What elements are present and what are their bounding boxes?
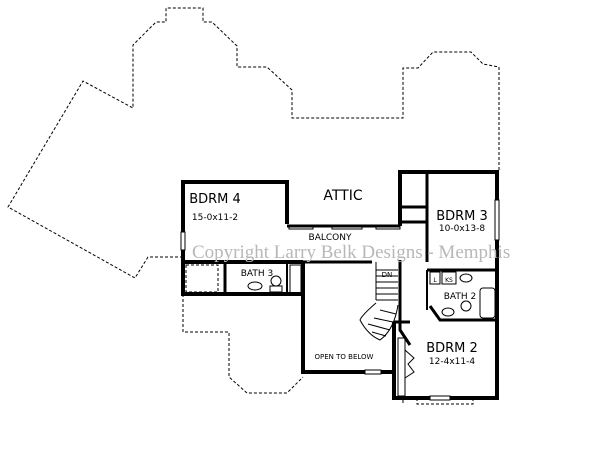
fixtures <box>180 199 500 401</box>
down-label: DN <box>382 271 393 279</box>
ks-label: KS <box>445 277 453 284</box>
bath3-label: BATH 3 <box>241 269 273 279</box>
bdrm2-size: 12-4x11-4 <box>429 357 475 367</box>
open-to-below-label: OPEN TO BELOW <box>315 353 374 361</box>
attic-label: ATTIC <box>323 188 362 204</box>
laundry-label: L <box>433 277 437 284</box>
bdrm4-label: BDRM 4 <box>189 192 241 207</box>
bdrm3-label: BDRM 3 <box>436 209 488 224</box>
walls <box>181 170 499 400</box>
bdrm2-label: BDRM 2 <box>426 341 478 356</box>
bdrm4-size: 15-0x11-2 <box>192 213 238 223</box>
lower-floor-outline <box>7 7 500 405</box>
balcony-label: BALCONY <box>309 233 352 243</box>
copyright-watermark: Copyright Larry Belk Designs - Memphis <box>192 242 510 263</box>
staircase <box>359 262 399 341</box>
bdrm3-size: 10-0x13-8 <box>439 224 485 234</box>
bath2-label: BATH 2 <box>444 292 476 302</box>
